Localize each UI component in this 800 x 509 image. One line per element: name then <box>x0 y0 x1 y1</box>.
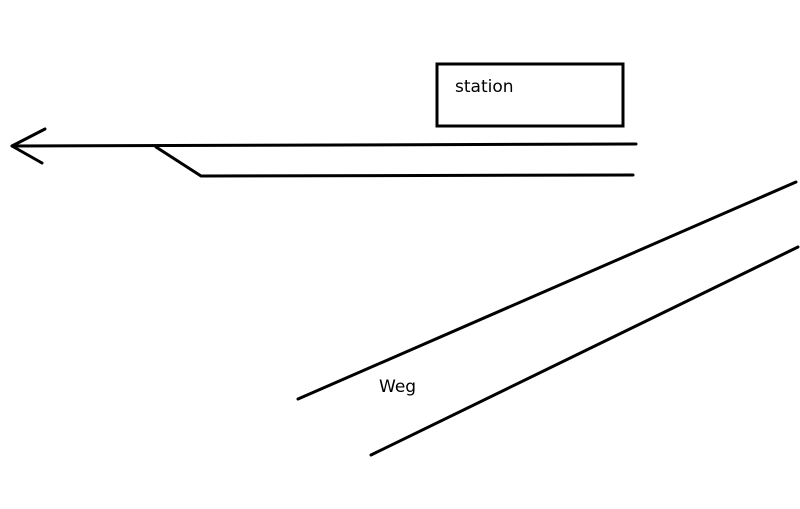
arrow-left-icon <box>10 127 47 165</box>
road-label: Weg <box>379 377 416 397</box>
main-track-line <box>10 142 638 148</box>
road: Weg <box>296 180 800 457</box>
main-track <box>10 142 638 148</box>
road-lower-edge <box>369 245 800 457</box>
station-label: station <box>455 77 514 97</box>
station-box: station <box>435 62 625 128</box>
road-upper-edge <box>296 180 798 401</box>
siding-track <box>154 145 635 178</box>
